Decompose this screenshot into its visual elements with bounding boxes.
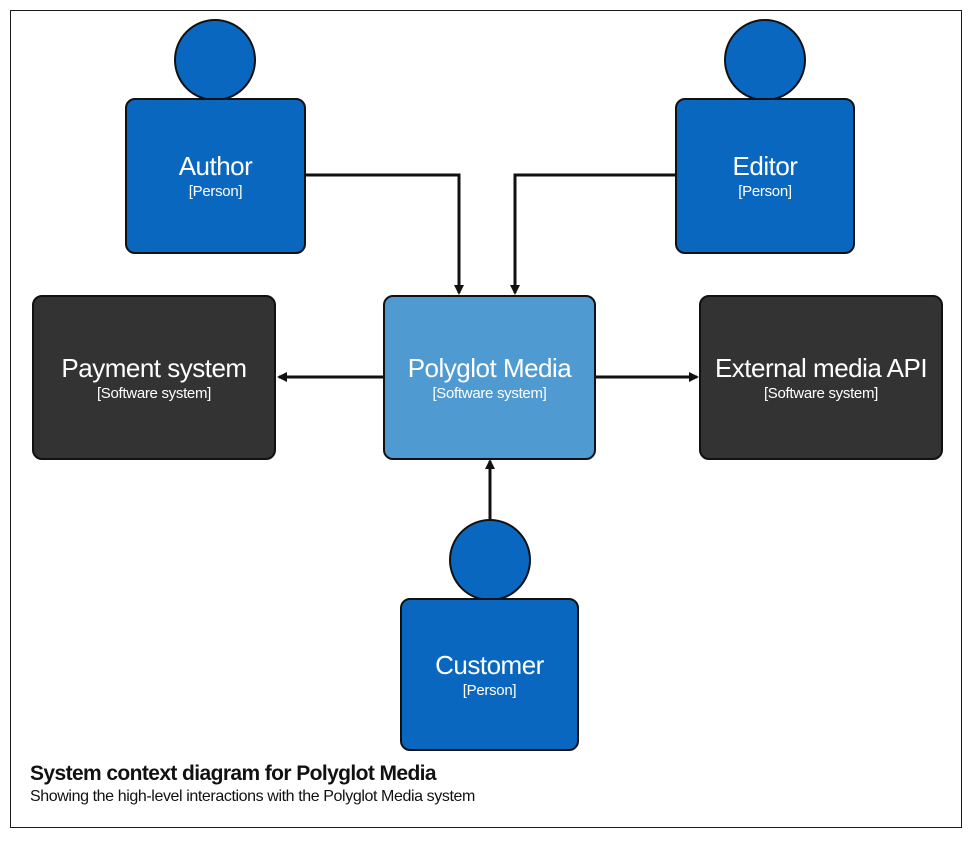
polyglot-media-node: Polyglot Media [Software system]: [383, 295, 596, 460]
external-media-api-node: External media API [Software system]: [699, 295, 943, 460]
caption-subtitle: Showing the high-level interactions with…: [30, 788, 475, 805]
author-kind: [Person]: [188, 183, 243, 200]
payment-system-node: Payment system [Software system]: [32, 295, 276, 460]
customer-head: [449, 519, 531, 601]
author-name: Author: [178, 151, 253, 181]
caption-title: System context diagram for Polyglot Medi…: [30, 762, 437, 785]
customer-name: Customer: [435, 649, 544, 680]
external-media-api-kind: [Software system]: [763, 384, 879, 402]
author-node: Author [Person]: [125, 98, 306, 254]
editor-head: [724, 19, 806, 101]
author-to-polyglot-connector: [306, 173, 464, 295]
editor-to-polyglot-connector: [510, 173, 675, 295]
customer-kind: [Person]: [462, 681, 517, 699]
external-media-api-name: External media API: [714, 352, 928, 383]
editor-node: Editor [Person]: [675, 98, 855, 254]
author-head: [174, 19, 256, 101]
customer-node: Customer [Person]: [400, 598, 579, 751]
polyglot-media-kind: [Software system]: [432, 384, 547, 402]
diagram-caption: System context diagram for Polyglot Medi…: [30, 762, 475, 808]
payment-system-kind: [Software system]: [96, 384, 212, 402]
editor-name: Editor: [732, 151, 798, 181]
editor-kind: [Person]: [738, 183, 792, 200]
polyglot-media-name: Polyglot Media: [407, 352, 572, 383]
payment-system-name: Payment system: [61, 352, 247, 383]
